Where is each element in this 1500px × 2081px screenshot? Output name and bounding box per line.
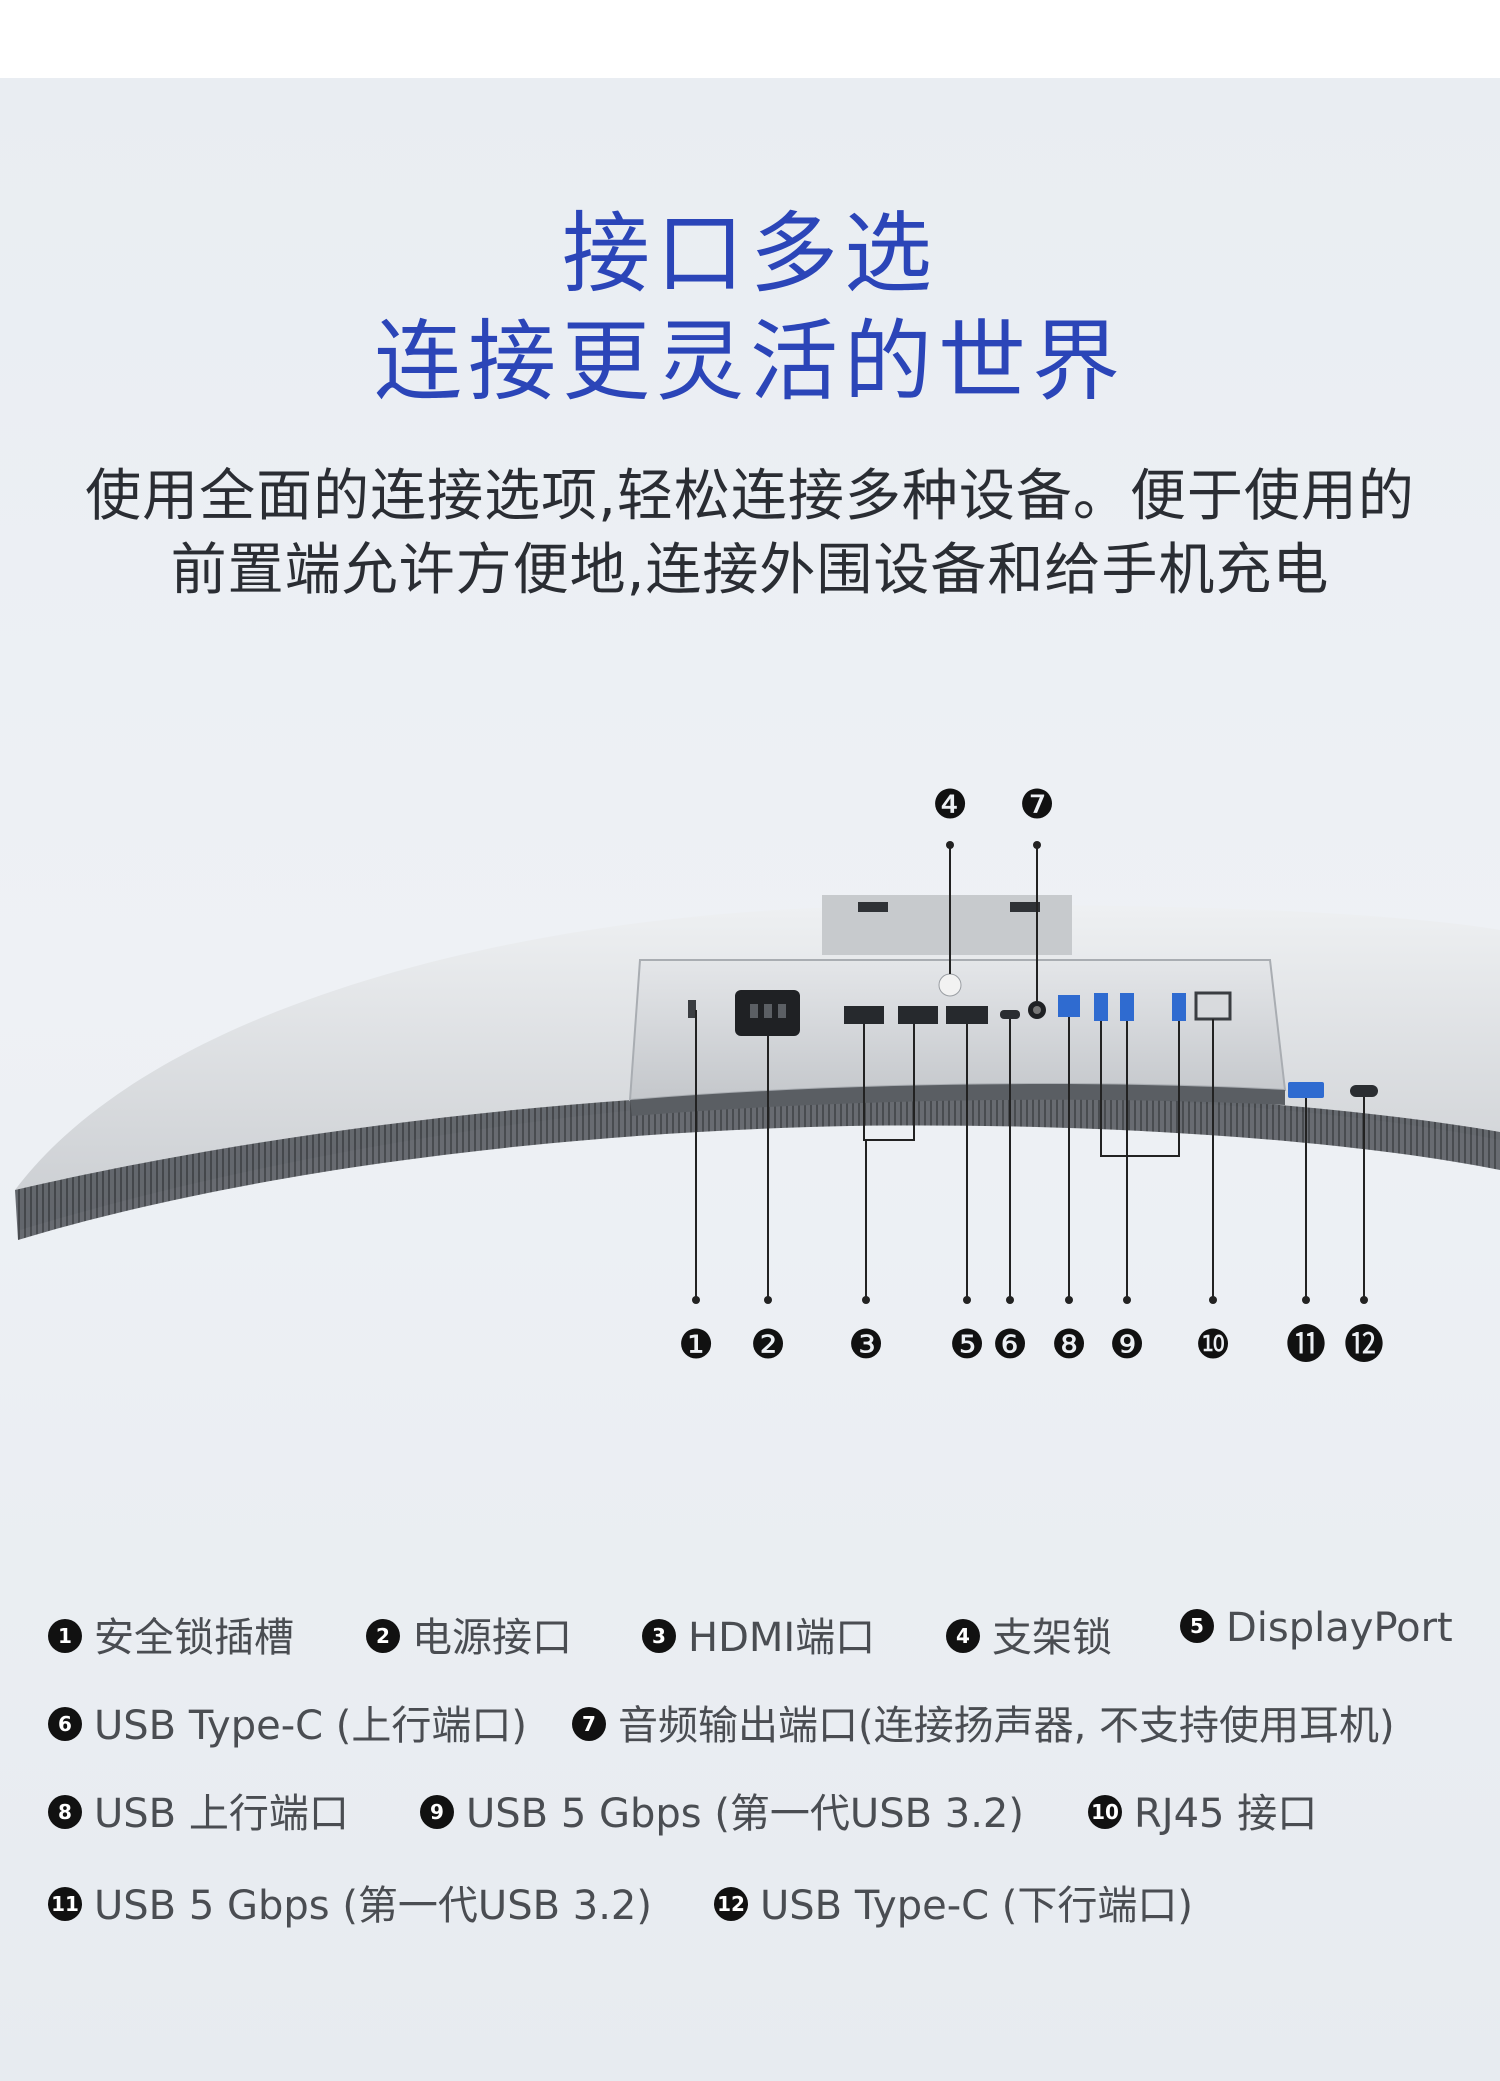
displayport [946,1006,988,1024]
hdmi-port-2 [898,1006,938,1024]
legend-number: 5 [1180,1609,1214,1643]
security-slot [688,1000,696,1018]
legend-label: 电源接口 [412,1615,572,1661]
legend-number: 7 [572,1707,606,1741]
legend-number: 3 [642,1619,676,1653]
usb-5gbps-port-1 [1094,993,1108,1021]
callout-8: ❽ [1051,1322,1087,1368]
legend-number: 11 [48,1887,82,1921]
legend-number: 12 [714,1887,748,1921]
legend-number: 9 [420,1795,454,1829]
headline-line-2: 连接更灵活的世界 [373,310,1126,413]
legend-number: 10 [1088,1795,1122,1829]
callout-1: ❶ [678,1322,714,1368]
usb-5gbps-port-2 [1120,993,1134,1021]
hdmi-port-1 [844,1006,884,1024]
callout-6: ❻ [992,1322,1028,1368]
legend-item-11: 11 USB 5 Gbps (第一代USB 3.2) [48,1873,652,1931]
legend-number: 1 [48,1619,82,1653]
legend-item-12: 12 USB Type-C (下行端口) [714,1873,1193,1931]
callout-9: ❾ [1109,1322,1145,1368]
callout-2: ❷ [750,1322,786,1368]
legend-item-6: 6 USB Type-C (上行端口) [48,1693,527,1751]
callout-3: ❸ [848,1322,884,1368]
legend-label: USB 上行端口 [94,1791,349,1837]
callout-10: ❿ [1195,1322,1231,1368]
legend-label: 安全锁插槽 [94,1615,294,1661]
legend-label: RJ45 接口 [1134,1791,1318,1837]
legend-number: 6 [48,1707,82,1741]
callout-5: ❺ [949,1322,985,1368]
monitor-ports-diagram: ❹ ❼ ❶ ❷ ❸ ❺ ❻ ❽ ❾ ❿ ⓫ ⓬ [15,782,1500,1368]
description-line-2: 前置端允许方便地,连接外围设备和给手机充电 [170,538,1330,603]
callout-12: ⓬ [1344,1322,1384,1368]
legend-number: 4 [946,1619,980,1653]
legend-item-10: 10 RJ45 接口 [1088,1781,1317,1839]
front-usb-c [1350,1085,1378,1097]
legend-item-9: 9 USB 5 Gbps (第一代USB 3.2) [420,1781,1024,1839]
callout-4: ❹ [932,782,968,828]
legend-row-4: 11 USB 5 Gbps (第一代USB 3.2) 12 USB Type-C (… [48,1873,1468,1933]
legend-number: 8 [48,1795,82,1829]
front-usb-a [1288,1082,1324,1098]
description-line-1: 使用全面的连接选项,轻松连接多种设备。便于使用的 [85,464,1415,529]
legend-item-7: 7 音频输出端口(连接扬声器, 不支持使用耳机) [572,1693,1395,1751]
legend-row-1: 1 安全锁插槽 2 电源接口 3 HDMI端口 4 支架锁 5 DisplayPort [48,1605,1468,1665]
legend-row-3: 8 USB 上行端口 9 USB 5 Gbps (第一代USB 3.2) 10 RJ4… [48,1781,1468,1841]
legend-label: 支架锁 [992,1615,1112,1661]
legend-item-5: 5 DisplayPort [1180,1605,1453,1651]
top-blank-bar [0,0,1500,78]
legend-label: USB 5 Gbps (第一代USB 3.2) [94,1883,652,1929]
legend-item-8: 8 USB 上行端口 [48,1781,349,1839]
legend-label: USB Type-C (下行端口) [760,1883,1193,1929]
legend-label: USB 5 Gbps (第一代USB 3.2) [466,1791,1024,1837]
legend-item-1: 1 安全锁插槽 [48,1605,294,1663]
legend-item-4: 4 支架锁 [946,1605,1112,1663]
stand-lock [938,973,962,997]
headline-line-1: 接口多选 [561,202,938,305]
legend-label: HDMI端口 [688,1615,876,1661]
vent-strip [15,1089,1500,1240]
legend-row-2: 6 USB Type-C (上行端口) 7 音频输出端口(连接扬声器, 不支持使用耳… [48,1693,1468,1753]
callout-7: ❼ [1019,782,1055,828]
legend-label: 音频输出端口(连接扬声器, 不支持使用耳机) [618,1703,1395,1749]
usb-upstream-port [1058,995,1080,1017]
legend-item-3: 3 HDMI端口 [642,1605,875,1663]
legend-item-2: 2 电源接口 [366,1605,572,1663]
legend-label: DisplayPort [1226,1605,1453,1651]
usb-c-upstream [1000,1010,1020,1019]
legend-number: 2 [366,1619,400,1653]
callout-11: ⓫ [1286,1322,1326,1368]
rj45-port [1194,991,1232,1021]
legend-label: USB Type-C (上行端口) [94,1703,527,1749]
usb-5gbps-port-3 [1172,993,1186,1021]
